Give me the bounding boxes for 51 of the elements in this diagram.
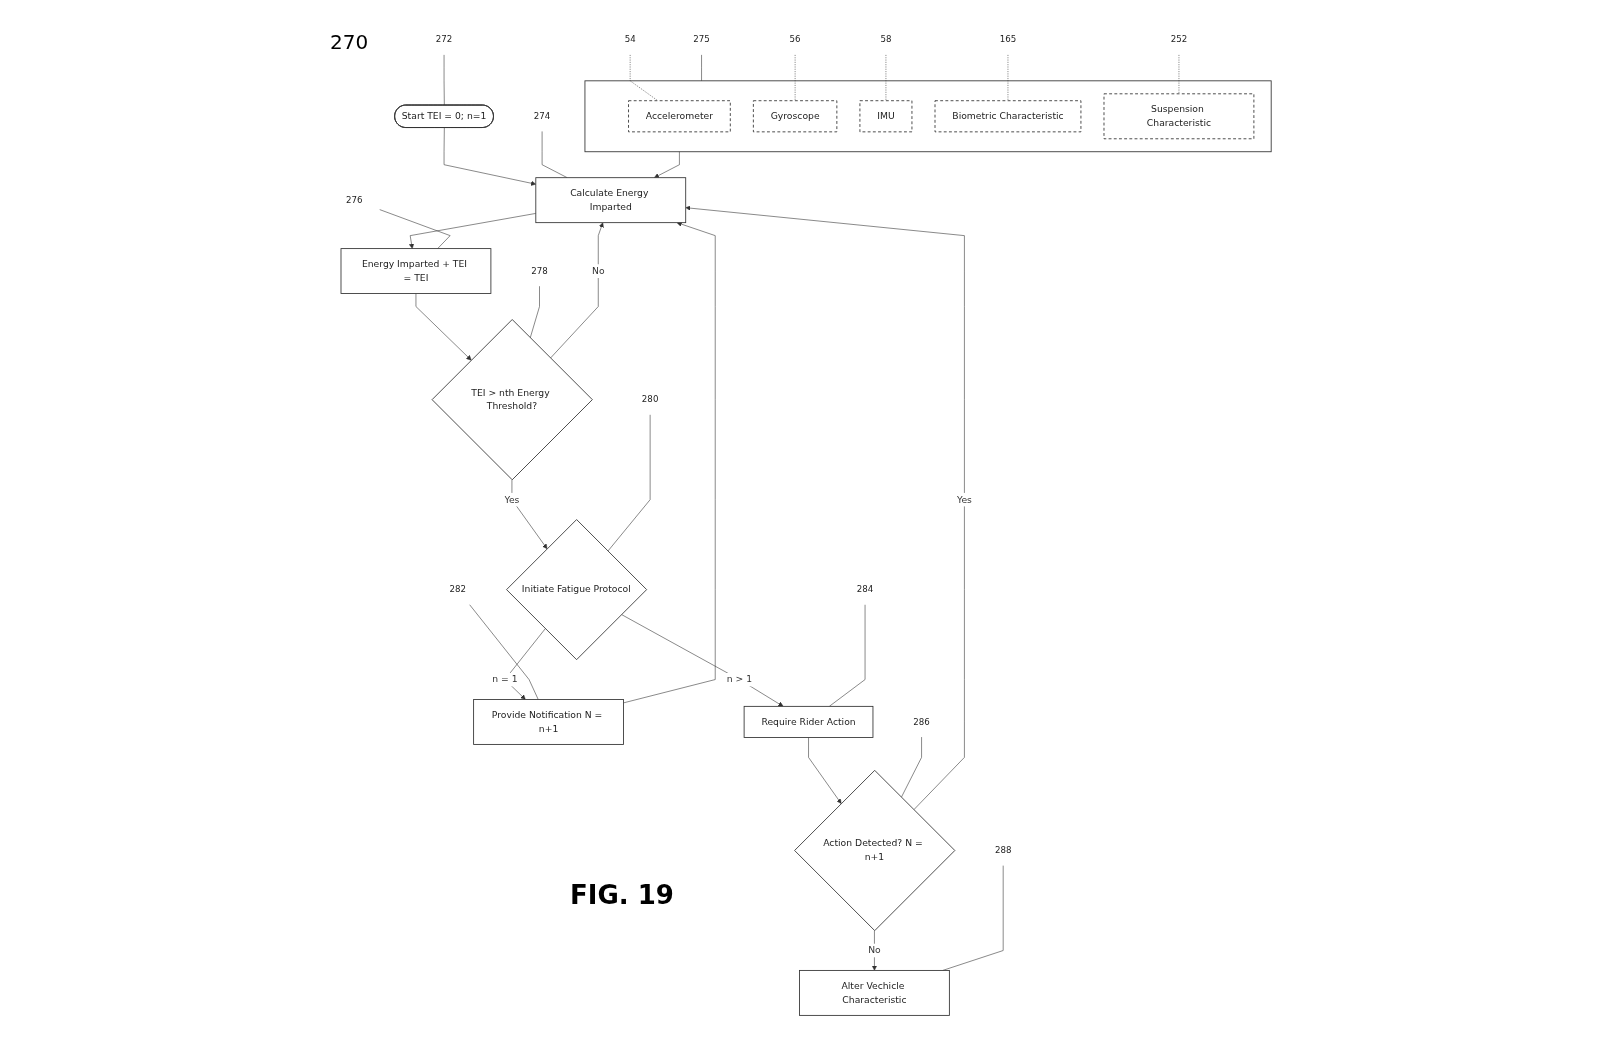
node-text: 56	[789, 34, 801, 45]
connector	[469, 604, 539, 700]
edge-label: n > 1	[726, 673, 753, 685]
edge-label: No	[868, 944, 881, 956]
node-box: Require Rider Action	[743, 705, 874, 738]
node-text: 276	[346, 194, 363, 206]
node-box: Calculate Energy Imparted	[535, 177, 687, 224]
node-text: 288	[995, 845, 1012, 856]
connector	[629, 54, 659, 101]
node-box: IMU	[859, 100, 913, 133]
node-box: Suspension Characteristic	[1103, 93, 1255, 140]
connector	[1178, 54, 1180, 95]
node-diamond: Action Detected? N = n+1	[794, 769, 956, 932]
node-text: 275	[693, 34, 710, 45]
node-box: Gyroscope	[753, 100, 838, 133]
connector	[829, 604, 866, 707]
node-text: 286	[913, 716, 930, 727]
edge-label: Yes	[957, 493, 972, 505]
node-box: Alter Vechicle Characteristic	[799, 970, 950, 1016]
node-text: 58	[880, 34, 892, 45]
connector	[443, 54, 445, 106]
node-text: 284	[856, 584, 874, 595]
node-box: Provide Notification N = n+1	[473, 699, 625, 745]
connector	[530, 285, 540, 339]
node-box: Energy Imparted + TEI = TEI	[340, 248, 492, 294]
connector	[794, 54, 796, 101]
connector	[541, 131, 568, 178]
connector	[701, 54, 702, 82]
edge-label: n = 1	[492, 673, 518, 685]
edge-label: Yes	[504, 493, 520, 505]
node-text: 54	[624, 34, 636, 45]
node-diamond: TEI > nth Energy Threshold?	[431, 319, 593, 481]
connector	[1007, 54, 1009, 101]
edge-label: No	[592, 265, 605, 277]
node-text: 274	[533, 110, 551, 122]
node-box: Biometric Characteristic	[934, 100, 1082, 133]
node-text: 252	[1170, 34, 1188, 45]
connector	[885, 54, 887, 101]
connector	[901, 736, 922, 798]
node-text: 272	[435, 34, 453, 45]
node-text: 278	[531, 265, 548, 277]
node-text: 165	[999, 34, 1017, 45]
cluster	[584, 80, 1272, 153]
node-box: Accelerometer	[628, 100, 731, 133]
figure-title: FIG. 19	[570, 880, 674, 910]
connector	[607, 414, 651, 552]
node-text: 282	[449, 584, 466, 595]
reference-number: 270	[330, 30, 369, 54]
node-diamond: Initiate Fatigue Protocol	[506, 519, 648, 661]
connector	[379, 209, 451, 249]
node-text: 280	[641, 394, 659, 405]
